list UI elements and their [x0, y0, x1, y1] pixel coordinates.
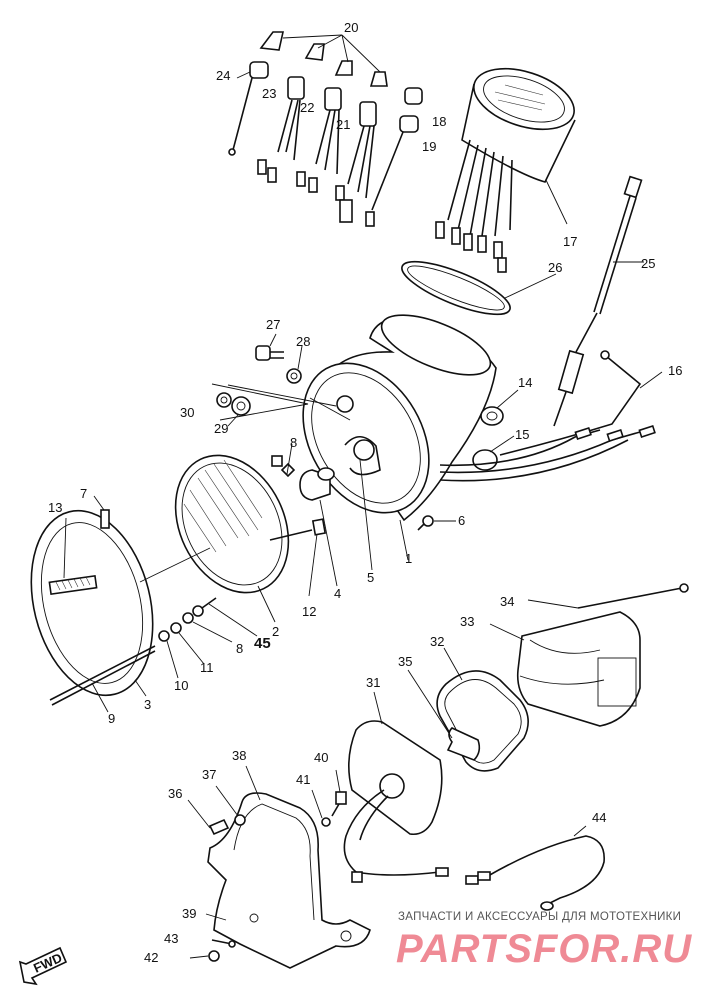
washer-30	[216, 392, 232, 408]
callout-42: 42	[144, 950, 158, 965]
washer-41	[311, 789, 331, 827]
screw-7	[93, 495, 110, 529]
indicator-socket-21	[335, 101, 377, 223]
callout-40: 40	[314, 750, 328, 765]
callout-2: 2	[272, 624, 279, 639]
callout-25: 25	[641, 256, 655, 271]
leader-39	[205, 913, 227, 921]
callout-33: 33	[460, 614, 474, 629]
callout-30: 30	[180, 405, 194, 420]
washer-28	[286, 345, 303, 384]
callout-21: 21	[336, 117, 350, 132]
meter-gasket-ring	[401, 260, 557, 316]
forward-arrow-icon	[18, 946, 68, 986]
callout-5: 5	[367, 570, 374, 585]
callout-11: 11	[200, 660, 214, 675]
watermark-tagline: ЗАПЧАСТИ И АКСЕССУАРЫ ДЛЯ МОТОТЕХНИКИ	[398, 911, 681, 923]
screw-42	[189, 950, 220, 962]
callout-20: 20	[344, 20, 358, 35]
callout-13: 13	[48, 500, 62, 515]
callout-10: 10	[174, 678, 188, 693]
adjuster-8	[271, 455, 283, 467]
washer-37	[215, 785, 246, 826]
callout-34: 34	[500, 594, 514, 609]
tail-gasket	[436, 647, 529, 772]
callout-1: 1	[405, 551, 412, 566]
callout-41: 41	[296, 772, 310, 787]
indicator-lens-18	[404, 87, 423, 105]
indicator-lamp-caps	[259, 31, 388, 87]
tail-bracket	[207, 765, 371, 969]
bracket-12	[308, 518, 327, 597]
indicator-socket-24	[228, 61, 269, 156]
sealed-beam-unit	[174, 443, 313, 623]
screw-34	[527, 583, 689, 609]
indicator-socket-22	[296, 87, 342, 193]
callout-26: 26	[548, 260, 562, 275]
tail-base	[343, 691, 479, 885]
center-line	[139, 547, 211, 583]
screw-6	[417, 515, 456, 531]
watermark-brand: PARTSFOR.RU	[396, 927, 692, 971]
callout-43: 43	[164, 931, 178, 946]
callout-8b: 8	[236, 641, 243, 656]
callout-31: 31	[366, 675, 380, 690]
callout-45: 45	[254, 635, 271, 652]
indicator-socket-23	[257, 76, 305, 183]
wire-harness	[439, 350, 663, 482]
callout-4: 4	[334, 586, 341, 601]
bolt-27	[255, 333, 284, 361]
headlight-rim	[30, 509, 154, 697]
callout-35: 35	[398, 654, 412, 669]
speedometer-assembly	[435, 67, 576, 273]
callout-7: 7	[80, 486, 87, 501]
callout-36: 36	[168, 786, 182, 801]
callout-24: 24	[216, 68, 230, 83]
license-light-wire	[477, 825, 605, 911]
callout-37: 37	[202, 767, 216, 782]
screw-9	[49, 645, 156, 713]
callout-22: 22	[300, 100, 314, 115]
callout-17: 17	[563, 234, 577, 249]
indicator-socket-19	[365, 115, 419, 227]
headlight-bulb	[299, 467, 338, 587]
callout-8a: 8	[290, 435, 297, 450]
callout-23: 23	[262, 86, 276, 101]
callout-9: 9	[108, 711, 115, 726]
callout-27: 27	[266, 317, 280, 332]
washer-43	[211, 939, 236, 948]
callout-32: 32	[430, 634, 444, 649]
callout-18: 18	[432, 114, 446, 129]
adjuster-hardware	[158, 597, 258, 679]
callout-28: 28	[296, 334, 310, 349]
callout-6: 6	[458, 513, 465, 528]
callout-16: 16	[668, 363, 682, 378]
grommet-14	[480, 389, 519, 426]
callout-3: 3	[144, 697, 151, 712]
callout-15: 15	[515, 427, 529, 442]
callout-44: 44	[592, 810, 606, 825]
tail-bulb	[407, 669, 481, 761]
bolt-40	[331, 769, 347, 817]
speedometer-cable	[553, 175, 644, 427]
leader-bracket-29-30	[211, 383, 309, 421]
callout-19: 19	[422, 139, 436, 154]
callout-38: 38	[232, 748, 246, 763]
tail-lens	[489, 611, 641, 727]
callout-14: 14	[518, 375, 532, 390]
callout-29: 29	[214, 421, 228, 436]
forward-label: FWD	[31, 950, 64, 976]
callout-39: 39	[182, 906, 196, 921]
leader-socket-5	[359, 459, 373, 571]
callout-12: 12	[302, 604, 316, 619]
bolt-36	[187, 799, 230, 836]
